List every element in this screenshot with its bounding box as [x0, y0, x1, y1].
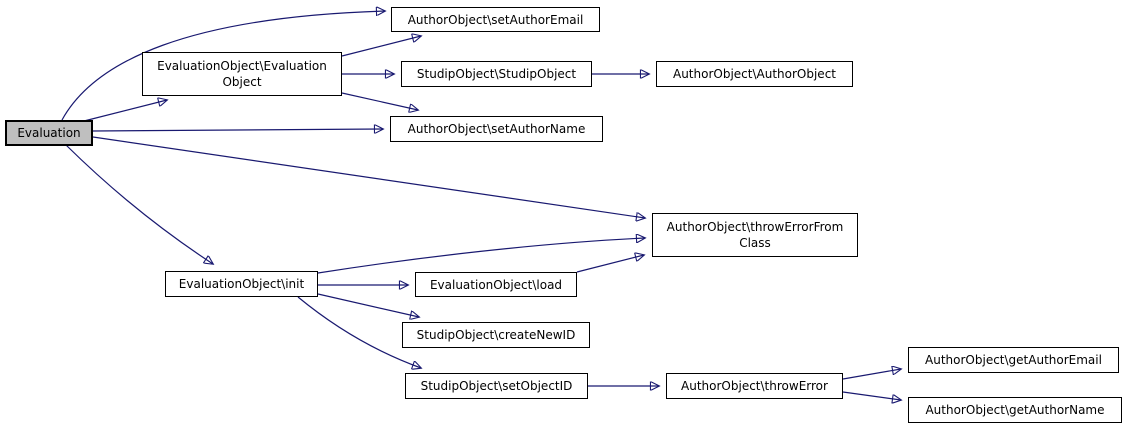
edge-throwError-to-getAuthorEmail: [842, 369, 901, 380]
node-get-author-name[interactable]: AuthorObject\getAuthorName: [908, 397, 1122, 423]
node-set-author-name[interactable]: AuthorObject\setAuthorName: [390, 116, 603, 142]
node-load[interactable]: EvaluationObject\load: [415, 272, 577, 297]
edge-evaluationObject-to-setAuthorName: [341, 92, 418, 110]
node-evaluation-object-constructor[interactable]: EvaluationObject\Evaluation Object: [142, 52, 342, 96]
edge-evaluation-to-setAuthorName: [92, 129, 383, 131]
edge-evaluation-to-init: [65, 144, 213, 264]
node-throw-error-from-class[interactable]: AuthorObject\throwErrorFrom Class: [652, 213, 858, 257]
edge-evaluationObject-to-setAuthorEmail: [341, 36, 421, 57]
edge-evaluation-to-throwErrorFromClass: [92, 136, 645, 218]
node-init[interactable]: EvaluationObject\init: [165, 271, 318, 297]
edge-evaluation-to-setAuthorEmail: [61, 11, 385, 121]
node-create-new-id[interactable]: StudipObject\createNewID: [402, 322, 590, 348]
node-set-author-email[interactable]: AuthorObject\setAuthorEmail: [391, 7, 600, 32]
edge-throwError-to-getAuthorName: [842, 391, 901, 400]
node-evaluation[interactable]: Evaluation: [5, 120, 93, 146]
node-throw-error[interactable]: AuthorObject\throwError: [666, 373, 843, 399]
edge-init-to-setObjectID: [297, 296, 421, 368]
node-set-object-id[interactable]: StudipObject\setObjectID: [405, 373, 588, 399]
edge-load-to-throwErrorFromClass: [576, 255, 644, 273]
node-author-object-constructor[interactable]: AuthorObject\AuthorObject: [656, 61, 853, 87]
edge-init-to-throwErrorFromClass: [317, 238, 645, 274]
node-studip-object-constructor[interactable]: StudipObject\StudipObject: [401, 61, 592, 87]
edge-init-to-createNewID: [317, 293, 419, 317]
node-get-author-email[interactable]: AuthorObject\getAuthorEmail: [908, 347, 1119, 373]
edge-evaluation-to-evaluationObject: [83, 100, 167, 122]
